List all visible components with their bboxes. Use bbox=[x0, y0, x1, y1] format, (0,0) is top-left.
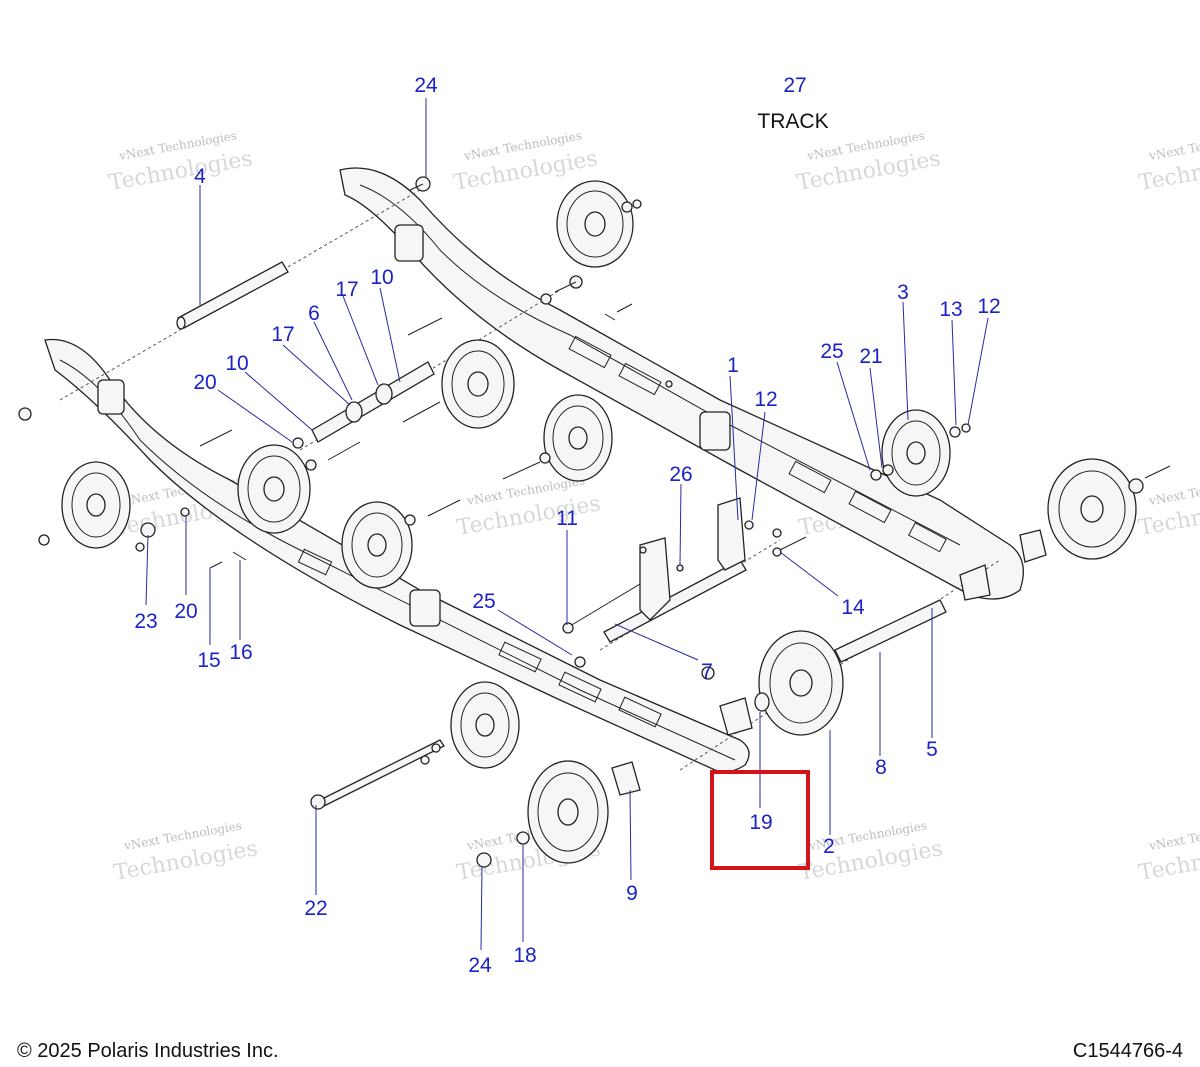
watermark-brand: vNext Technologies bbox=[1147, 128, 1200, 163]
callout-7[interactable]: 7 bbox=[701, 660, 713, 683]
wheel bbox=[881, 409, 951, 497]
callout-15[interactable]: 15 bbox=[197, 649, 220, 672]
callout-18[interactable]: 18 bbox=[513, 944, 536, 967]
callout-23[interactable]: 23 bbox=[134, 610, 157, 633]
callout-20[interactable]: 20 bbox=[193, 371, 216, 394]
watermark: vNext Technologies Technologies bbox=[1137, 818, 1200, 886]
wheel bbox=[543, 394, 613, 482]
wheel bbox=[758, 630, 844, 736]
diagram-code: C1544766-4 bbox=[1072, 1040, 1183, 1062]
callout-9[interactable]: 9 bbox=[626, 882, 638, 905]
watermark: vNext Technologies Technologies bbox=[1137, 128, 1200, 196]
watermark: vNext Technologies Technologies bbox=[107, 128, 255, 196]
wheel bbox=[527, 760, 609, 864]
callout-8[interactable]: 8 bbox=[875, 756, 887, 779]
watermark: vNext Technologies Technologies bbox=[455, 473, 603, 541]
callout-12[interactable]: 12 bbox=[754, 388, 777, 411]
callout-1[interactable]: 1 bbox=[727, 354, 739, 377]
callout-19[interactable]: 19 bbox=[749, 811, 772, 834]
left-rail bbox=[44, 338, 750, 773]
wheel bbox=[237, 444, 311, 534]
watermark-brand: vNext Technologies bbox=[1147, 473, 1200, 508]
callout-26[interactable]: 26 bbox=[669, 463, 692, 486]
wheel bbox=[1047, 458, 1137, 560]
callout-10[interactable]: 10 bbox=[370, 266, 393, 289]
wheels bbox=[61, 180, 1137, 864]
callout-21[interactable]: 21 bbox=[859, 345, 882, 368]
hardware bbox=[18, 176, 1171, 868]
callout-22[interactable]: 22 bbox=[304, 897, 327, 920]
callout-25[interactable]: 25 bbox=[820, 340, 843, 363]
callout-5[interactable]: 5 bbox=[926, 738, 938, 761]
callout-17[interactable]: 17 bbox=[271, 323, 294, 346]
copyright-text: © 2025 Polaris Industries Inc. bbox=[17, 1040, 279, 1062]
highlight-box bbox=[710, 770, 810, 870]
wheel bbox=[441, 339, 515, 429]
callouts: 24 4 17 10 6 17 10 20 3 25 21 13 12 1 12… bbox=[134, 74, 1000, 977]
watermark: vNext Technologies Technologies bbox=[795, 128, 943, 196]
callout-25[interactable]: 25 bbox=[472, 590, 495, 613]
callout-24[interactable]: 24 bbox=[414, 74, 438, 97]
leader-lines bbox=[145, 98, 989, 951]
wheel bbox=[61, 461, 131, 549]
wheel bbox=[341, 501, 413, 589]
callout-12[interactable]: 12 bbox=[977, 295, 1000, 318]
callout-10[interactable]: 10 bbox=[225, 352, 248, 375]
watermark: vNext Technologies Technologies bbox=[797, 818, 945, 886]
callout-6[interactable]: 6 bbox=[308, 302, 320, 325]
callout-20[interactable]: 20 bbox=[174, 600, 197, 623]
callout-2[interactable]: 2 bbox=[823, 835, 835, 858]
callout-3[interactable]: 3 bbox=[897, 281, 909, 304]
watermark: vNext Technologies Technologies bbox=[1137, 473, 1200, 541]
callout-11[interactable]: 11 bbox=[556, 507, 578, 530]
callout-14[interactable]: 14 bbox=[841, 596, 865, 619]
callout-4[interactable]: 4 bbox=[194, 165, 206, 188]
wheel bbox=[450, 681, 520, 769]
right-rail bbox=[339, 167, 1024, 600]
callout-16[interactable]: 16 bbox=[229, 641, 252, 664]
callout-24[interactable]: 24 bbox=[468, 954, 492, 977]
callout-13[interactable]: 13 bbox=[939, 298, 962, 321]
wheel bbox=[556, 180, 634, 268]
watermark-brand: vNext Technologies bbox=[1147, 818, 1200, 853]
track-label: TRACK bbox=[757, 110, 828, 133]
callout-27[interactable]: 27 bbox=[783, 74, 806, 97]
callout-17[interactable]: 17 bbox=[335, 278, 358, 301]
cross-shafts bbox=[176, 261, 947, 807]
watermark: vNext Technologies Technologies bbox=[112, 818, 260, 886]
bracket-assembly bbox=[639, 497, 746, 621]
